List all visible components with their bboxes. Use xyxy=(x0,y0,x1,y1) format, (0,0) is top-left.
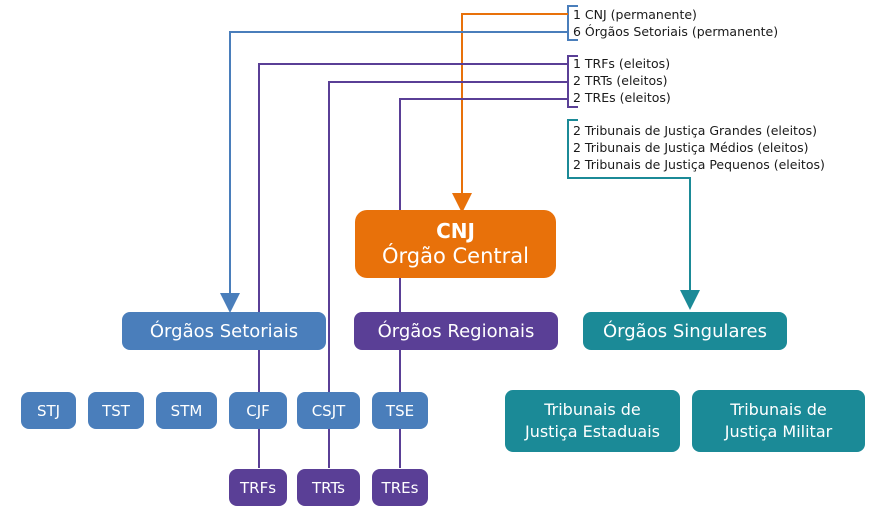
item-trts: TRTs xyxy=(297,469,360,506)
arrow-singulares xyxy=(568,177,700,310)
label-setoriais-permanente: 6 Órgãos Setoriais (permanente) xyxy=(573,24,779,39)
bracket-group1 xyxy=(567,5,578,41)
item-tse: TSE xyxy=(372,392,428,429)
item-cjf: CJF xyxy=(229,392,287,429)
item-justica-militar: Tribunais de Justiça Militar xyxy=(692,390,865,452)
justica-estaduais-line1: Tribunais de xyxy=(544,400,641,419)
item-justica-estaduais: Tribunais de Justiça Estaduais xyxy=(505,390,680,452)
item-tst: TST xyxy=(88,392,144,429)
label-trfs-eleitos: 1 TRFs (eleitos) xyxy=(573,56,671,71)
label-group-permanent: 1 CNJ (permanente) 6 Órgãos Setoriais (p… xyxy=(573,6,778,40)
orgaos-regionais-box: Órgãos Regionais xyxy=(354,312,558,350)
orgaos-setoriais-box: Órgãos Setoriais xyxy=(122,312,326,350)
cnj-central-box: CNJ Órgão Central xyxy=(355,210,556,278)
cnj-title: CNJ xyxy=(436,219,475,243)
justica-militar-line2: Justiça Militar xyxy=(724,422,833,441)
item-csjt: CSJT xyxy=(297,392,360,429)
item-stj: STJ xyxy=(21,392,76,429)
item-tres: TREs xyxy=(372,469,428,506)
label-tj-medios: 2 Tribunais de Justiça Médios (eleitos) xyxy=(573,140,809,155)
item-trfs: TRFs xyxy=(229,469,287,506)
cnj-subtitle: Órgão Central xyxy=(382,244,529,268)
label-trts-eleitos: 2 TRTs (eleitos) xyxy=(573,73,668,88)
line-tres xyxy=(399,98,568,212)
label-tj-pequenos: 2 Tribunais de Justiça Pequenos (eleitos… xyxy=(573,157,825,172)
arrow-cnj xyxy=(452,13,568,213)
label-tres-eleitos: 2 TREs (eleitos) xyxy=(573,90,671,105)
item-stm: STM xyxy=(156,392,217,429)
arrow-setoriais xyxy=(220,31,568,313)
justica-estaduais-line2: Justiça Estaduais xyxy=(524,422,660,441)
label-cnj-permanente: 1 CNJ (permanente) xyxy=(573,7,697,22)
orgaos-singulares-box: Órgãos Singulares xyxy=(583,312,787,350)
label-tj-grandes: 2 Tribunais de Justiça Grandes (eleitos) xyxy=(573,123,817,138)
label-group-regional: 1 TRFs (eleitos) 2 TRTs (eleitos) 2 TREs… xyxy=(573,55,671,106)
line-trts xyxy=(328,81,568,468)
label-group-tribunais: 2 Tribunais de Justiça Grandes (eleitos)… xyxy=(573,122,825,173)
justica-militar-line1: Tribunais de xyxy=(730,400,827,419)
